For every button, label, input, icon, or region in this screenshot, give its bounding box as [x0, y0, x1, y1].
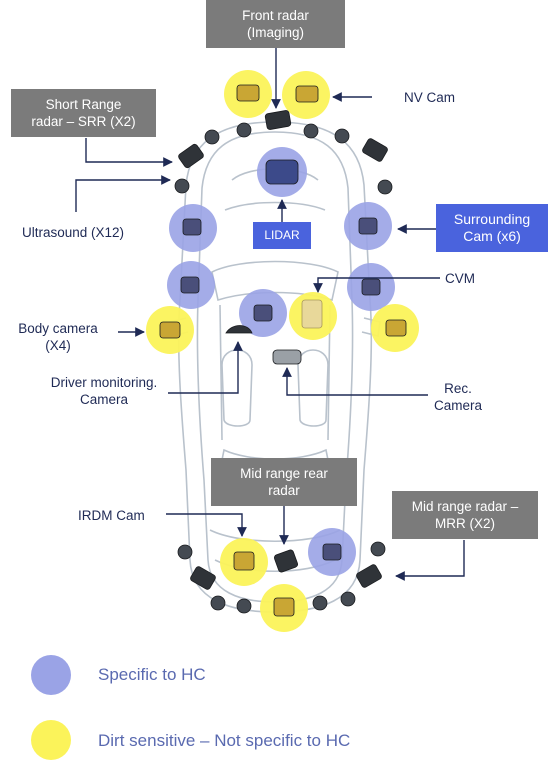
us-sensor — [340, 591, 356, 607]
us-sensor — [236, 122, 252, 138]
connectors — [75, 48, 465, 581]
driver-monitoring-device — [225, 325, 253, 334]
irdm-device — [233, 551, 255, 571]
irdm-cam-label: IRDM Cam — [78, 508, 145, 523]
us-sensor — [334, 128, 350, 144]
ultrasound-line — [75, 175, 171, 212]
nv-cam-label: NV Cam — [404, 90, 456, 105]
nv-cam-right-device — [295, 85, 319, 103]
srr-line — [85, 138, 173, 167]
srr-right-device — [362, 138, 388, 162]
legend-dirt-swatch — [31, 720, 71, 760]
us-sensor — [210, 595, 226, 611]
mrr-right-device — [356, 564, 382, 588]
body-cam-right-device — [385, 319, 407, 337]
us-sensor — [204, 129, 220, 145]
us-sensor — [177, 544, 193, 560]
surround-device-1 — [182, 218, 202, 236]
surround-device-3 — [358, 217, 378, 235]
legend-hc-text: Specific to HC — [98, 665, 206, 684]
front-radar-box: Front radar (Imaging) — [206, 0, 345, 48]
ultrasound-label: Ultrasound (X12) — [22, 225, 125, 240]
cvm-label: CVM — [445, 271, 475, 286]
lidar-box: LIDAR — [253, 222, 311, 249]
short-range-radar-box: Short Range radar – SRR (X2) — [11, 89, 156, 137]
cvm-line — [313, 277, 440, 293]
mid-range-rear-radar-box: Mid range rear radar — [211, 458, 357, 506]
srr-left-device — [178, 143, 204, 169]
irdm-line — [166, 513, 247, 537]
rec-camera-device — [272, 349, 302, 365]
us-sensor — [370, 541, 386, 557]
mrr-left-device — [190, 566, 216, 590]
body-camera-label: Body camera (X4) — [18, 321, 98, 353]
rear-hc-device — [322, 543, 342, 561]
mid-range-rear-device — [273, 549, 299, 573]
lidar-device — [265, 159, 299, 185]
us-sensor — [174, 178, 190, 194]
rec-camera-label: Rec. Camera — [433, 381, 482, 413]
driver-monitoring-label: Driver monitoring. Camera — [50, 375, 158, 407]
legend-hc-swatch — [31, 655, 71, 695]
interior-device — [253, 304, 273, 322]
ultrasound-sensors — [174, 122, 393, 614]
surround-device-4 — [361, 278, 381, 296]
us-sensor — [236, 598, 252, 614]
nv-cam-left-device — [236, 84, 260, 102]
legend-dirt-text: Dirt sensitive – Not specific to HC — [98, 731, 351, 750]
us-sensor — [377, 179, 393, 195]
mrr-line — [395, 540, 465, 581]
surround-device-2 — [180, 276, 200, 294]
sensor-devices — [159, 84, 407, 617]
us-sensor — [303, 123, 319, 139]
surrounding-cam-box: Surrounding Cam (x6) — [436, 204, 548, 252]
cvm-device — [301, 299, 323, 329]
rec-camera-line — [282, 367, 428, 396]
mid-range-radar-box: Mid range radar – MRR (X2) — [392, 491, 538, 539]
driver-monitoring-line — [168, 341, 243, 394]
front-radar-device — [264, 110, 292, 130]
us-sensor — [312, 595, 328, 611]
body-cam-left-device — [159, 321, 181, 339]
rear-dirt-device — [273, 597, 295, 617]
